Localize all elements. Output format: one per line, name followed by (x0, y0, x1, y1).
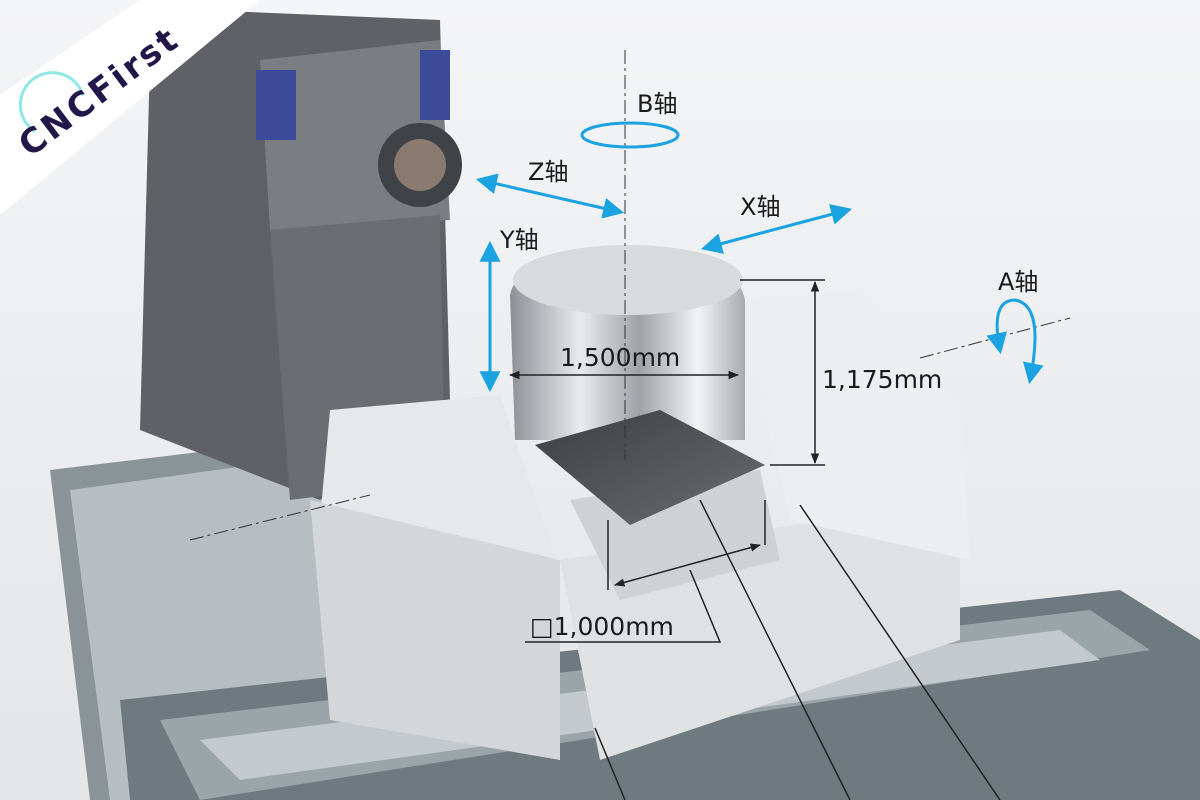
workpiece-cylinder (510, 245, 745, 440)
diameter-dimension: 1,500mm (560, 343, 680, 372)
height-dimension: 1,175mm (822, 365, 942, 394)
axis-arrows (475, 121, 1044, 393)
y-axis-label: Y轴 (499, 226, 539, 254)
b-axis-arrow (580, 121, 680, 149)
b-axis-label: B轴 (637, 90, 677, 118)
dimension-lines (508, 279, 1001, 800)
a-axis-label: A轴 (998, 268, 1038, 296)
a-axis-arrow (986, 298, 1044, 385)
z-axis-arrow (475, 173, 625, 219)
z-axis-label: Z轴 (528, 158, 568, 186)
x-axis-arrow (700, 204, 853, 254)
x-axis-label: X轴 (740, 193, 780, 221)
x-centerline (189, 494, 371, 541)
table-dimension: □1,000mm (530, 612, 674, 641)
rotary-table (535, 410, 765, 525)
